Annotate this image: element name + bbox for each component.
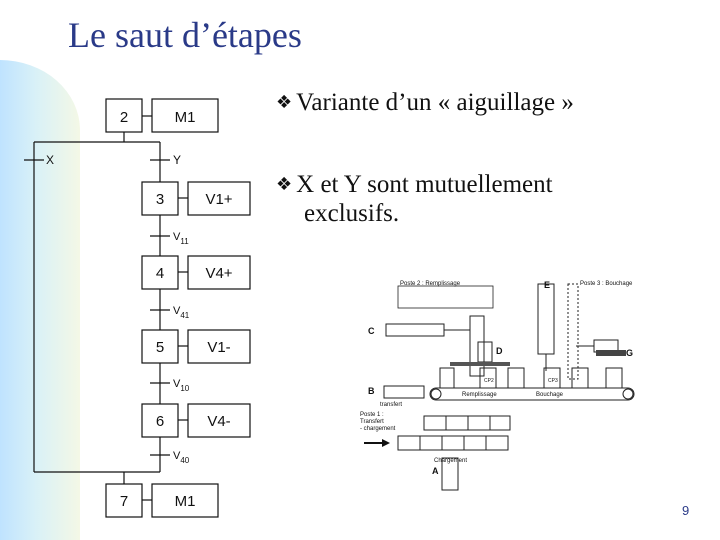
step-2-action: M1 bbox=[175, 109, 196, 126]
step-2-action-box bbox=[151, 98, 219, 133]
step-7-number: 7 bbox=[120, 493, 128, 510]
transfert-label: transfert bbox=[380, 402, 402, 408]
transition-v40-label: V40 bbox=[173, 450, 190, 465]
label-g: G bbox=[626, 348, 633, 358]
label-cp2: CP2 bbox=[484, 378, 494, 384]
label-c: C bbox=[368, 326, 375, 336]
step-6-action: V4- bbox=[207, 413, 230, 430]
bullet-variante-text: Variante d’un « aiguillage » bbox=[296, 89, 574, 116]
diamond-bullet-icon: ❖ bbox=[276, 92, 293, 113]
chargement-label: Chargement bbox=[434, 458, 467, 464]
label-b: B bbox=[368, 386, 375, 396]
grafcet-diagram: 2 M1 3 V1+ 4 V4+ 5 V1- 6 V4- 7 M1 X Y V1… bbox=[24, 98, 251, 518]
poste1-label-2: Transfert bbox=[360, 419, 384, 425]
poste2-label: Poste 2 : Remplissage bbox=[400, 281, 461, 287]
label-e: E bbox=[544, 280, 550, 290]
step-3-number: 3 bbox=[156, 191, 164, 208]
poste3-label: Poste 3 : Bouchage bbox=[580, 281, 633, 287]
transition-v41-label: V41 bbox=[173, 305, 190, 320]
page-number: 9 bbox=[682, 503, 690, 518]
step-7-action: M1 bbox=[175, 493, 196, 510]
bullet-variante: ❖Variante d’un « aiguillage » bbox=[276, 88, 696, 117]
transition-v11-label: V11 bbox=[173, 231, 189, 246]
label-a: A bbox=[432, 466, 439, 476]
step-5-action: V1- bbox=[207, 339, 230, 356]
bullet-exclusifs-line1: X et Y sont mutuellement bbox=[296, 171, 553, 198]
bullet-exclusifs: ❖X et Y sont mutuellement exclusifs. bbox=[276, 170, 676, 228]
bullet-exclusifs-line2: exclusifs. bbox=[304, 200, 400, 227]
label-cp3: CP3 bbox=[548, 378, 558, 384]
step-2-number: 2 bbox=[120, 109, 128, 126]
step-5-number: 5 bbox=[156, 339, 164, 356]
diamond-bullet-icon: ❖ bbox=[276, 174, 293, 195]
remplissage-label: Remplissage bbox=[462, 392, 497, 398]
step-6-number: 6 bbox=[156, 413, 164, 430]
decorative-side-band bbox=[0, 60, 80, 540]
label-d: D bbox=[496, 346, 503, 356]
slide-title: Le saut d’étapes bbox=[68, 15, 302, 55]
poste1-label-1: Poste 1 : bbox=[360, 412, 384, 418]
step-4-action: V4+ bbox=[205, 265, 232, 282]
transition-v10-label: V10 bbox=[173, 378, 190, 393]
bouchage-label: Bouchage bbox=[536, 392, 564, 398]
step-3-action: V1+ bbox=[205, 191, 232, 208]
step-4-number: 4 bbox=[156, 265, 164, 282]
transition-x-label: X bbox=[46, 153, 54, 167]
poste1-label-3: - chargement bbox=[360, 426, 396, 432]
machine-schematic-image: Poste 2 : Remplissage Poste 3 : Bouchage… bbox=[360, 280, 635, 491]
transition-y-label: Y bbox=[173, 153, 181, 167]
